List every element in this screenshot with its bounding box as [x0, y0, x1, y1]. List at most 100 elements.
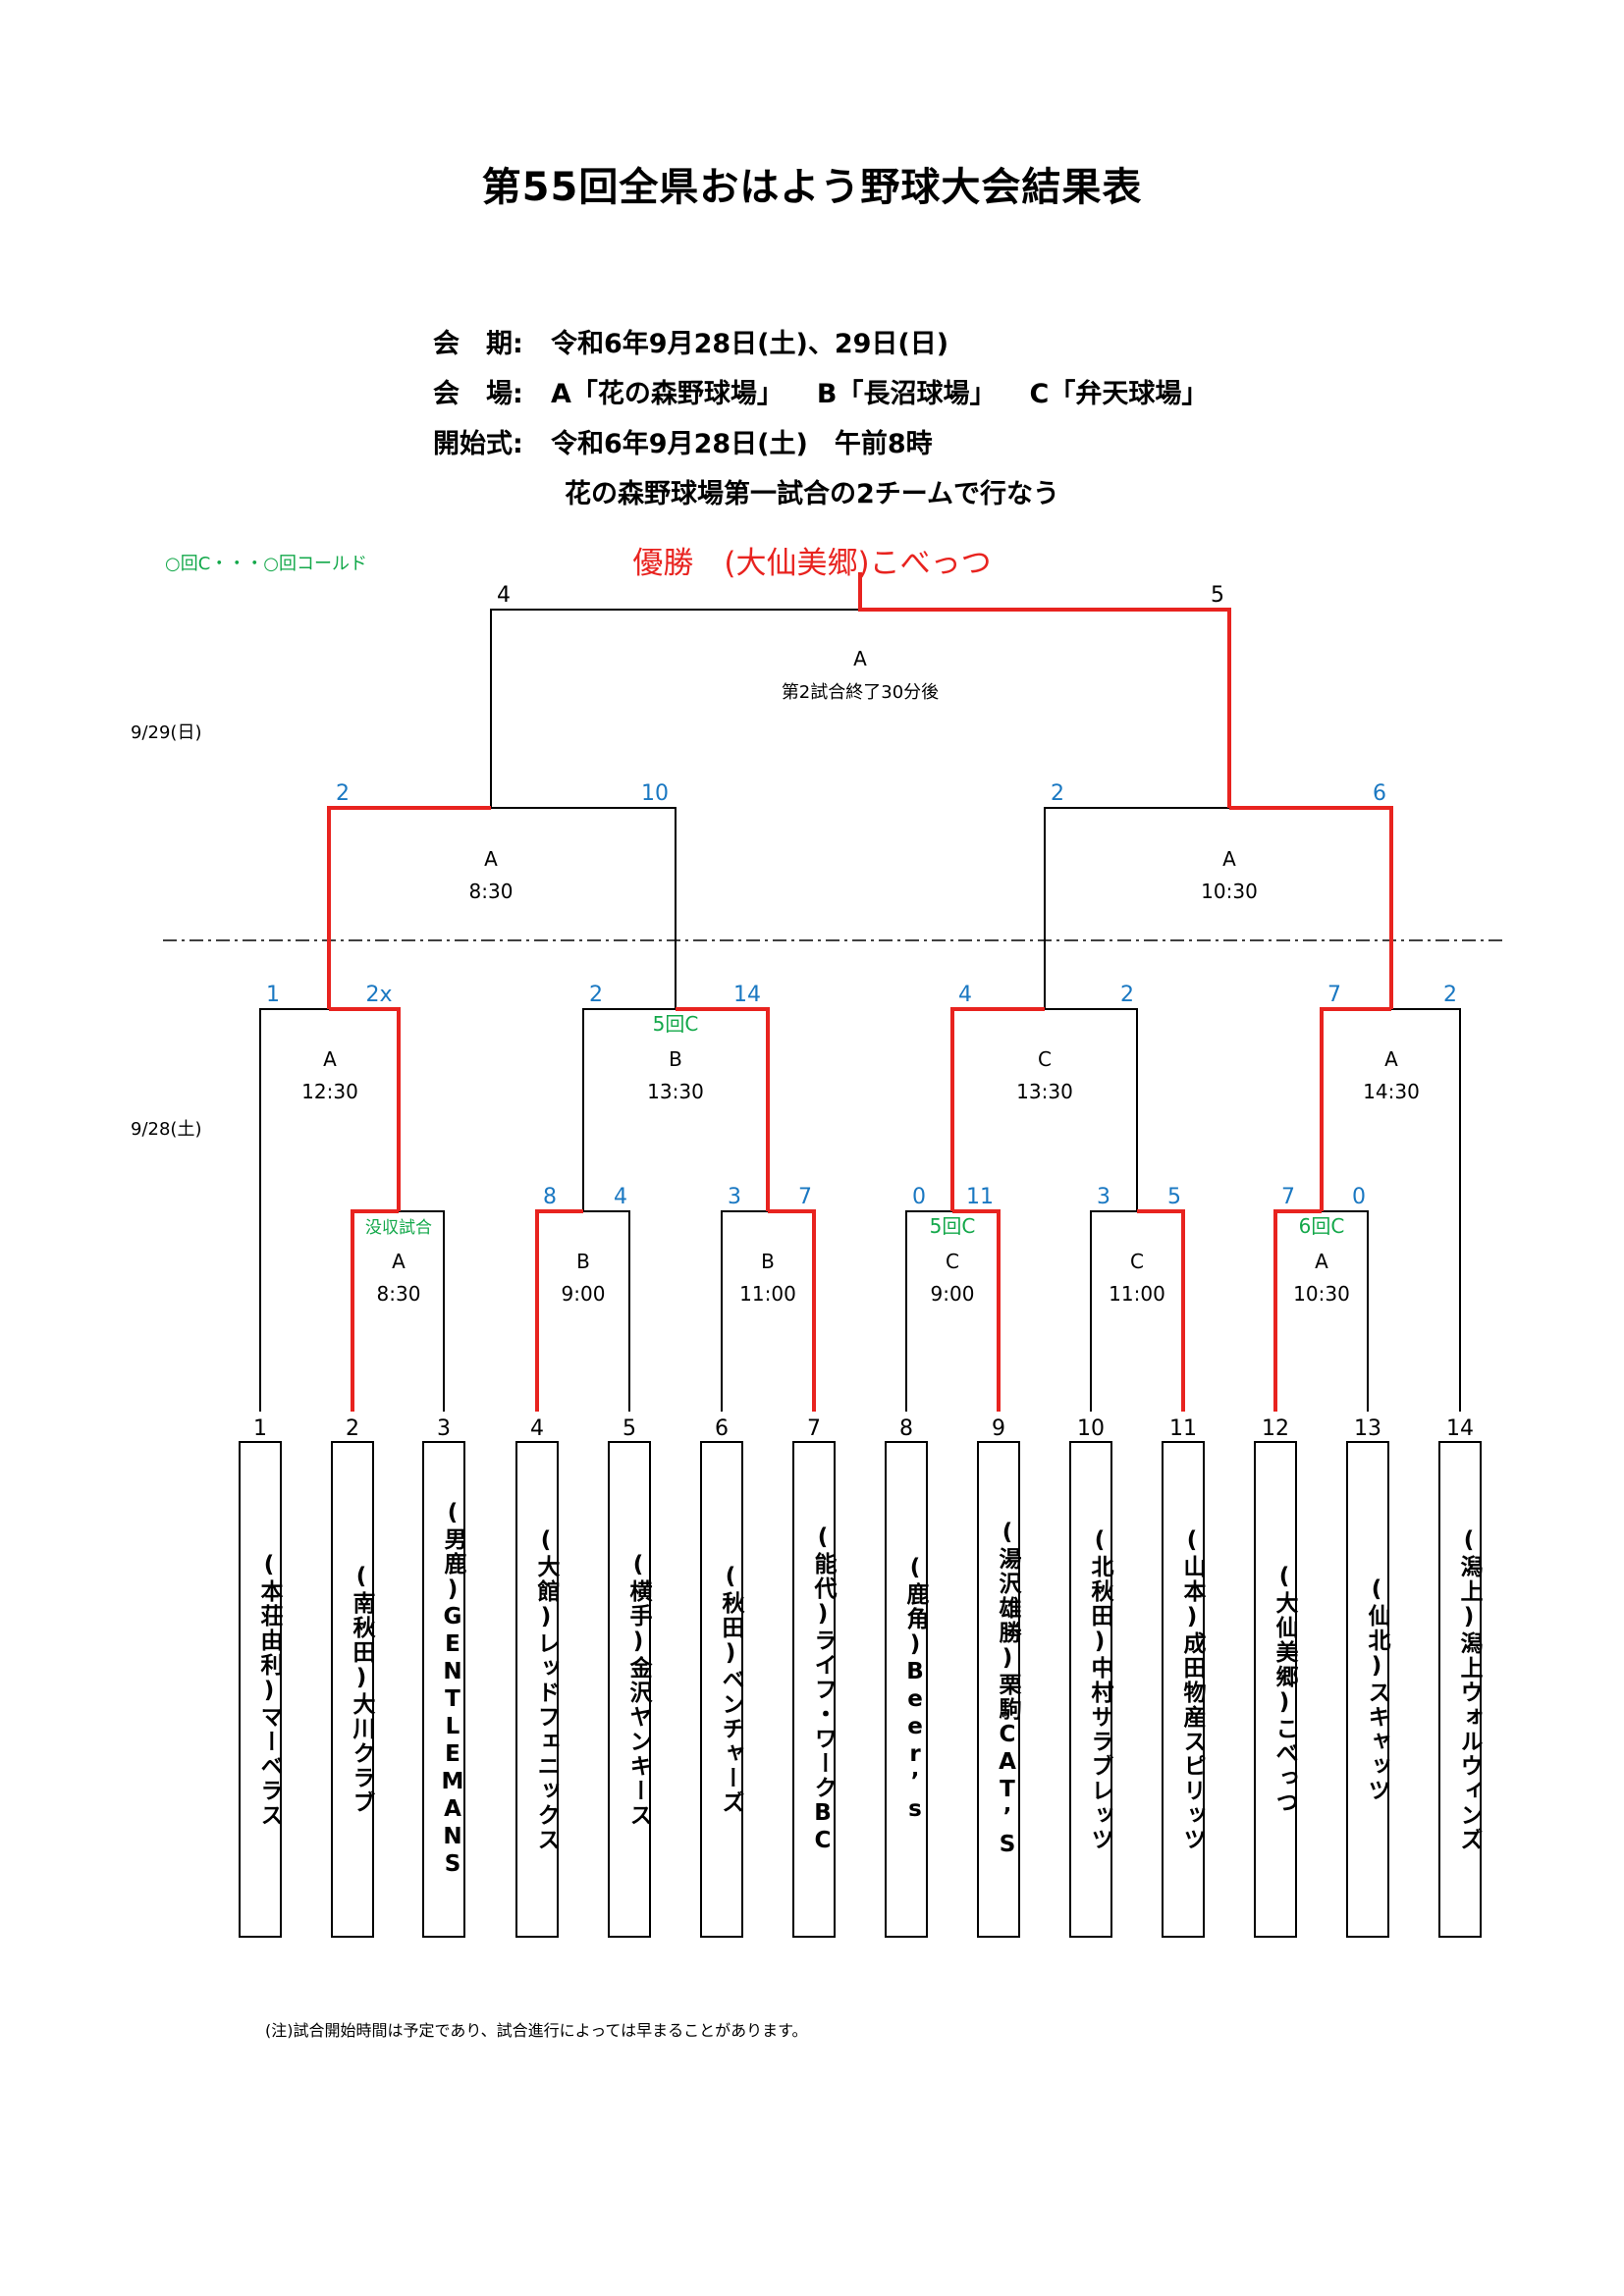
g1-field: A	[392, 1250, 406, 1273]
g3-time: 11:00	[739, 1282, 796, 1306]
g1-time: 8:30	[377, 1282, 421, 1306]
team-name: (湯沢雄勝)栗駒CAT’S	[995, 1520, 1020, 1859]
team-number: 7	[807, 1416, 821, 1441]
g5-field: C	[1130, 1250, 1144, 1273]
team-number: 8	[899, 1416, 913, 1441]
opening-row: 開始式: 令和6年9月28日(土) 午前8時	[433, 416, 1208, 466]
final-right-score: 5	[1211, 583, 1224, 608]
opening-label: 開始式:	[433, 429, 523, 459]
team-name: (大仙美郷)こべっつ	[1272, 1564, 1297, 1815]
venue-c: C「弁天球場」	[1029, 379, 1209, 409]
r2d-time: 14:30	[1363, 1080, 1420, 1103]
venue-b: B「長沼球場」	[816, 379, 997, 409]
period-label: 会 期:	[433, 329, 523, 359]
final-lines	[490, 609, 1230, 808]
team-box: (湯沢雄勝)栗駒CAT’S	[977, 1441, 1020, 1938]
r2a-right-score: 2x	[365, 983, 392, 1007]
g2-field: B	[576, 1250, 590, 1273]
win-path-r2b	[676, 1007, 770, 1211]
team-box: (横手)金沢ヤンキース	[608, 1441, 651, 1938]
g4-left-score: 0	[912, 1185, 926, 1209]
team-number: 13	[1354, 1416, 1381, 1441]
g3-field: B	[761, 1250, 775, 1273]
team-box: (南秋田)大川クラブ	[331, 1441, 374, 1938]
venue-row: 会 場: A「花の森野球場」 B「長沼球場」 C「弁天球場」	[433, 366, 1208, 416]
r2a-left-score: 1	[266, 983, 280, 1007]
team-box: (鹿角)Beer’s	[885, 1441, 928, 1938]
g2-lines	[536, 1210, 630, 1412]
r2c-lines	[951, 1008, 1138, 1211]
r2b-called-note: 5回C	[653, 1012, 699, 1036]
r2a-field: A	[323, 1047, 337, 1071]
win-path-team2	[351, 1209, 399, 1412]
g5-lines	[1090, 1210, 1184, 1412]
team-name: (潟上)潟上ウォルウィンズ	[1456, 1526, 1482, 1852]
r2c-time: 13:30	[1016, 1080, 1073, 1103]
win-path-team4	[535, 1209, 583, 1412]
team-name: (仙北)スキャッツ	[1364, 1575, 1389, 1803]
sf1-right-score: 10	[641, 781, 669, 806]
win-path-team11	[1137, 1209, 1185, 1412]
r2c-right-score: 2	[1120, 983, 1134, 1007]
sf1-time: 8:30	[469, 880, 514, 903]
team-number: 4	[530, 1416, 544, 1441]
r2b-time: 13:30	[647, 1080, 704, 1103]
g6-right-score: 0	[1352, 1185, 1366, 1209]
champion-label: 優勝 (大仙美郷)こべっつ	[632, 546, 992, 581]
date-day1: 9/28(土)	[131, 1119, 202, 1140]
g4-time: 9:00	[931, 1282, 975, 1306]
final-left-score: 4	[497, 583, 511, 608]
final-time: 第2試合終了30分後	[782, 682, 939, 703]
team-name: (山本)成田物産スピリッツ	[1179, 1526, 1205, 1852]
sf1-field: A	[484, 847, 498, 871]
g6-left-score: 7	[1281, 1185, 1295, 1209]
r2d-right-score: 2	[1443, 983, 1457, 1007]
team-name: (横手)金沢ヤンキース	[625, 1551, 651, 1828]
r2c-left-score: 4	[958, 983, 972, 1007]
team-number: 10	[1077, 1416, 1105, 1441]
win-path-team12	[1273, 1209, 1322, 1412]
team-box: (仙北)スキャッツ	[1346, 1441, 1389, 1938]
team-name: (北秋田)中村サラブレッツ	[1087, 1526, 1112, 1852]
win-path-r2d	[1320, 1007, 1391, 1211]
win-path-sf2	[1229, 806, 1393, 1009]
footnote: (注)試合開始時間は予定であり、試合進行によっては早まることがあります。	[265, 2021, 808, 2040]
r2b-right-score: 14	[733, 983, 761, 1007]
period-value: 令和6年9月28日(土)、29日(日)	[551, 329, 949, 359]
g5-time: 11:00	[1109, 1282, 1165, 1306]
win-path-r2a	[329, 1007, 401, 1211]
team-name: (南秋田)大川クラブ	[349, 1564, 374, 1815]
sf2-right-score: 6	[1373, 781, 1386, 806]
win-path-team9	[952, 1209, 1001, 1412]
team-box: (大仙美郷)こべっつ	[1254, 1441, 1297, 1938]
r2a-time: 12:30	[301, 1080, 358, 1103]
venue-label: 会 場:	[433, 379, 523, 409]
g4-lines	[905, 1210, 1000, 1412]
venue-a: A「花の森野球場」	[551, 379, 784, 409]
team-number: 6	[715, 1416, 729, 1441]
g2-right-score: 4	[614, 1185, 627, 1209]
team-name: (大館)レッドフェニックス	[533, 1526, 559, 1852]
g2-left-score: 8	[543, 1185, 557, 1209]
g3-left-score: 3	[728, 1185, 741, 1209]
g5-right-score: 5	[1167, 1185, 1181, 1209]
team-number: 11	[1169, 1416, 1197, 1441]
called-game-legend: ○回C・・・○回コールド	[165, 554, 367, 574]
team-box: (北秋田)中村サラブレッツ	[1069, 1441, 1112, 1938]
team-number: 2	[346, 1416, 359, 1441]
sf2-lines	[1044, 807, 1392, 1009]
opening-note: 花の森野球場第一試合の2チームで行なう	[565, 479, 1059, 509]
g6-time: 10:30	[1293, 1282, 1350, 1306]
team-name: (鹿角)Beer’s	[902, 1555, 928, 1824]
team-box: (秋田)ベンチャーズ	[700, 1441, 743, 1938]
tournament-info: 会 期: 令和6年9月28日(土)、29日(日) 会 場: A「花の森野球場」 …	[433, 316, 1208, 516]
g4-field: C	[946, 1250, 959, 1273]
g5-left-score: 3	[1097, 1185, 1110, 1209]
team-number: 1	[253, 1416, 267, 1441]
g4-called-note: 5回C	[930, 1214, 976, 1238]
g3-right-score: 7	[798, 1185, 812, 1209]
g6-field: A	[1315, 1250, 1328, 1273]
team-box: (本荘由利)マーベラス	[239, 1441, 282, 1938]
team-box: (能代)ライフ・ワークBC	[792, 1441, 836, 1938]
team-name: (男鹿)GENTLEMANS	[440, 1500, 465, 1879]
